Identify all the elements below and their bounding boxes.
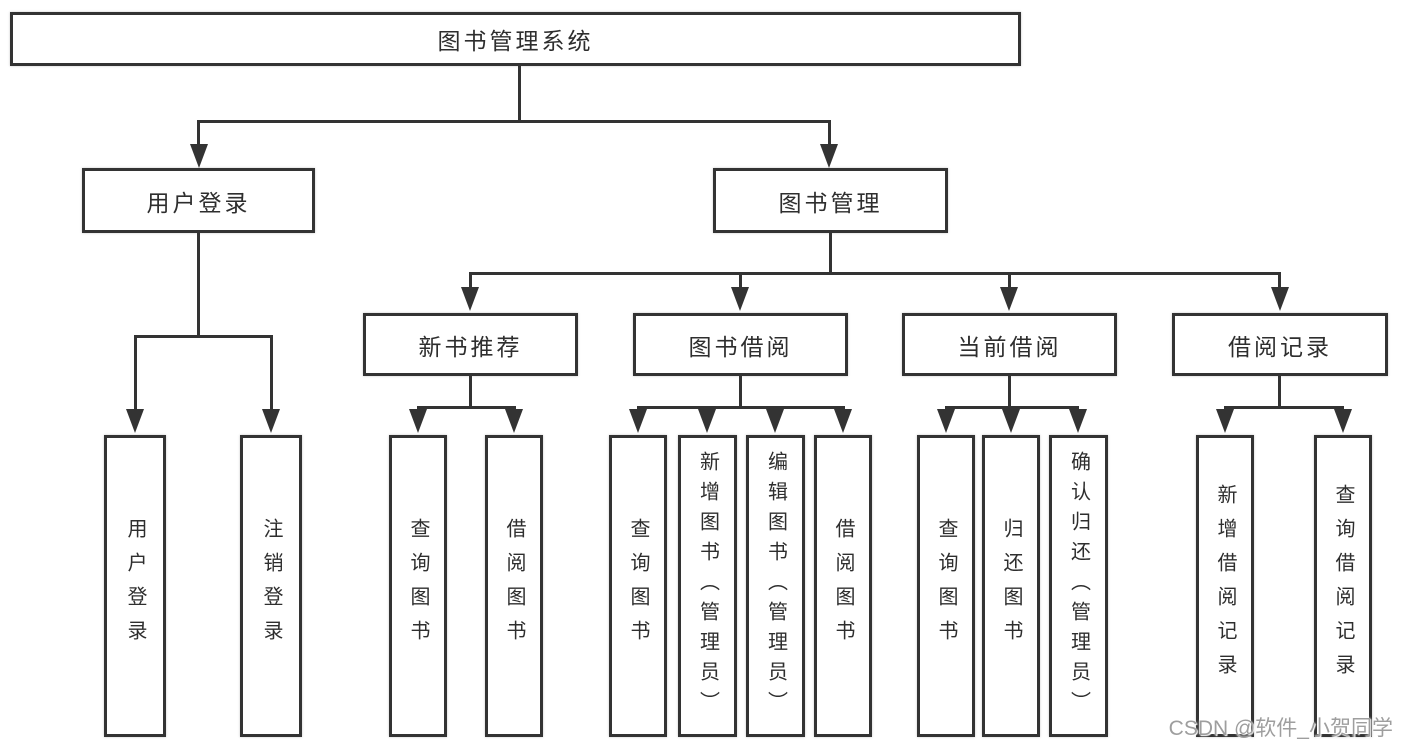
node-current-borrow-label: 当前借阅 bbox=[957, 333, 1062, 360]
arrow-down-icon bbox=[190, 144, 208, 168]
leaf-current-query-book-label: 查询图书 bbox=[935, 518, 957, 654]
connector-current-bar bbox=[945, 406, 1079, 409]
leaf-logout-label: 注销登录 bbox=[260, 518, 282, 654]
leaf-edit-book-admin: 编辑图书（管理员） bbox=[746, 435, 805, 737]
connector-l3-drop bbox=[469, 272, 472, 290]
arrow-down-icon bbox=[629, 409, 647, 433]
leaf-add-borrow-record: 新增借阅记录 bbox=[1196, 435, 1254, 737]
arrow-down-icon bbox=[262, 409, 280, 433]
leaf-add-book-admin-label: 新增图书（管理员） bbox=[696, 451, 719, 721]
leaf-user-login: 用户登录 bbox=[104, 435, 166, 737]
arrow-down-icon bbox=[766, 409, 784, 433]
leaf-borrow-book: 借阅图书 bbox=[814, 435, 872, 737]
node-borrow-records: 借阅记录 bbox=[1172, 313, 1388, 376]
connector-book-mgmt-drop bbox=[828, 120, 831, 150]
arrow-down-icon bbox=[409, 409, 427, 433]
connector-borrow-stem bbox=[739, 376, 742, 406]
arrow-down-icon bbox=[1000, 287, 1018, 311]
node-book-management-label: 图书管理 bbox=[778, 189, 883, 216]
connector-recommend-stem bbox=[469, 376, 472, 406]
leaf-add-borrow-record-label: 新增借阅记录 bbox=[1214, 484, 1236, 688]
leaf-user-login-label: 用户登录 bbox=[124, 518, 146, 654]
leaf-borrow-query-book: 查询图书 bbox=[609, 435, 667, 737]
leaf-return-book: 归还图书 bbox=[982, 435, 1040, 737]
connector-recommend-bar bbox=[417, 406, 516, 409]
leaf-query-borrow-record-label: 查询借阅记录 bbox=[1332, 484, 1354, 688]
leaf-add-book-admin: 新增图书（管理员） bbox=[678, 435, 737, 737]
leaf-recommend-query-book: 查询图书 bbox=[389, 435, 447, 737]
arrow-down-icon bbox=[834, 409, 852, 433]
leaf-recommend-query-book-label: 查询图书 bbox=[407, 518, 429, 654]
node-current-borrow: 当前借阅 bbox=[902, 313, 1117, 376]
leaf-confirm-return-admin-label: 确认归还（管理员） bbox=[1067, 451, 1090, 721]
leaf-current-query-book: 查询图书 bbox=[917, 435, 975, 737]
arrow-down-icon bbox=[1002, 409, 1020, 433]
leaf-recommend-borrow-book: 借阅图书 bbox=[485, 435, 543, 737]
node-user-login-label: 用户登录 bbox=[146, 189, 251, 216]
node-root-label: 图书管理系统 bbox=[437, 28, 594, 54]
arrow-down-icon bbox=[126, 409, 144, 433]
connector-borrow-bar bbox=[637, 406, 845, 409]
node-book-management: 图书管理 bbox=[713, 168, 948, 233]
arrow-down-icon bbox=[698, 409, 716, 433]
connector-leaf-drop bbox=[270, 335, 273, 411]
node-book-borrow-label: 图书借阅 bbox=[688, 333, 793, 360]
arrow-down-icon bbox=[731, 287, 749, 311]
arrow-down-icon bbox=[461, 287, 479, 311]
leaf-logout: 注销登录 bbox=[240, 435, 302, 737]
connector-book-mgmt-bar bbox=[469, 272, 1281, 275]
connector-user-login-bar bbox=[134, 335, 273, 338]
connector-l3-drop bbox=[1278, 272, 1281, 290]
connector-book-mgmt-stem bbox=[829, 233, 832, 272]
leaf-borrow-query-book-label: 查询图书 bbox=[627, 518, 649, 654]
leaf-confirm-return-admin: 确认归还（管理员） bbox=[1049, 435, 1108, 737]
connector-current-stem bbox=[1008, 376, 1011, 406]
arrow-down-icon bbox=[1069, 409, 1087, 433]
node-book-borrow: 图书借阅 bbox=[633, 313, 848, 376]
watermark: CSDN @软件_小贺同学 bbox=[1168, 717, 1393, 740]
arrow-down-icon bbox=[505, 409, 523, 433]
connector-user-login-stem bbox=[197, 233, 200, 335]
connector-records-stem bbox=[1278, 376, 1281, 406]
leaf-edit-book-admin-label: 编辑图书（管理员） bbox=[764, 451, 787, 721]
node-user-login: 用户登录 bbox=[82, 168, 315, 233]
leaf-borrow-book-label: 借阅图书 bbox=[832, 518, 854, 654]
connector-l3-drop bbox=[739, 272, 742, 290]
connector-user-login-drop bbox=[197, 120, 200, 150]
connector-root-bar bbox=[197, 120, 831, 123]
connector-records-bar bbox=[1224, 406, 1344, 409]
node-root: 图书管理系统 bbox=[10, 12, 1021, 66]
node-new-book-recommend: 新书推荐 bbox=[363, 313, 578, 376]
leaf-recommend-borrow-book-label: 借阅图书 bbox=[503, 518, 525, 654]
arrow-down-icon bbox=[1216, 409, 1234, 433]
node-borrow-records-label: 借阅记录 bbox=[1228, 333, 1332, 360]
leaf-return-book-label: 归还图书 bbox=[1000, 518, 1022, 654]
arrow-down-icon bbox=[820, 144, 838, 168]
arrow-down-icon bbox=[1271, 287, 1289, 311]
leaf-query-borrow-record: 查询借阅记录 bbox=[1314, 435, 1372, 737]
arrow-down-icon bbox=[1334, 409, 1352, 433]
node-new-book-recommend-label: 新书推荐 bbox=[418, 333, 523, 360]
arrow-down-icon bbox=[937, 409, 955, 433]
connector-root-stem bbox=[518, 66, 521, 120]
connector-l3-drop bbox=[1008, 272, 1011, 290]
connector-leaf-drop bbox=[134, 335, 137, 411]
